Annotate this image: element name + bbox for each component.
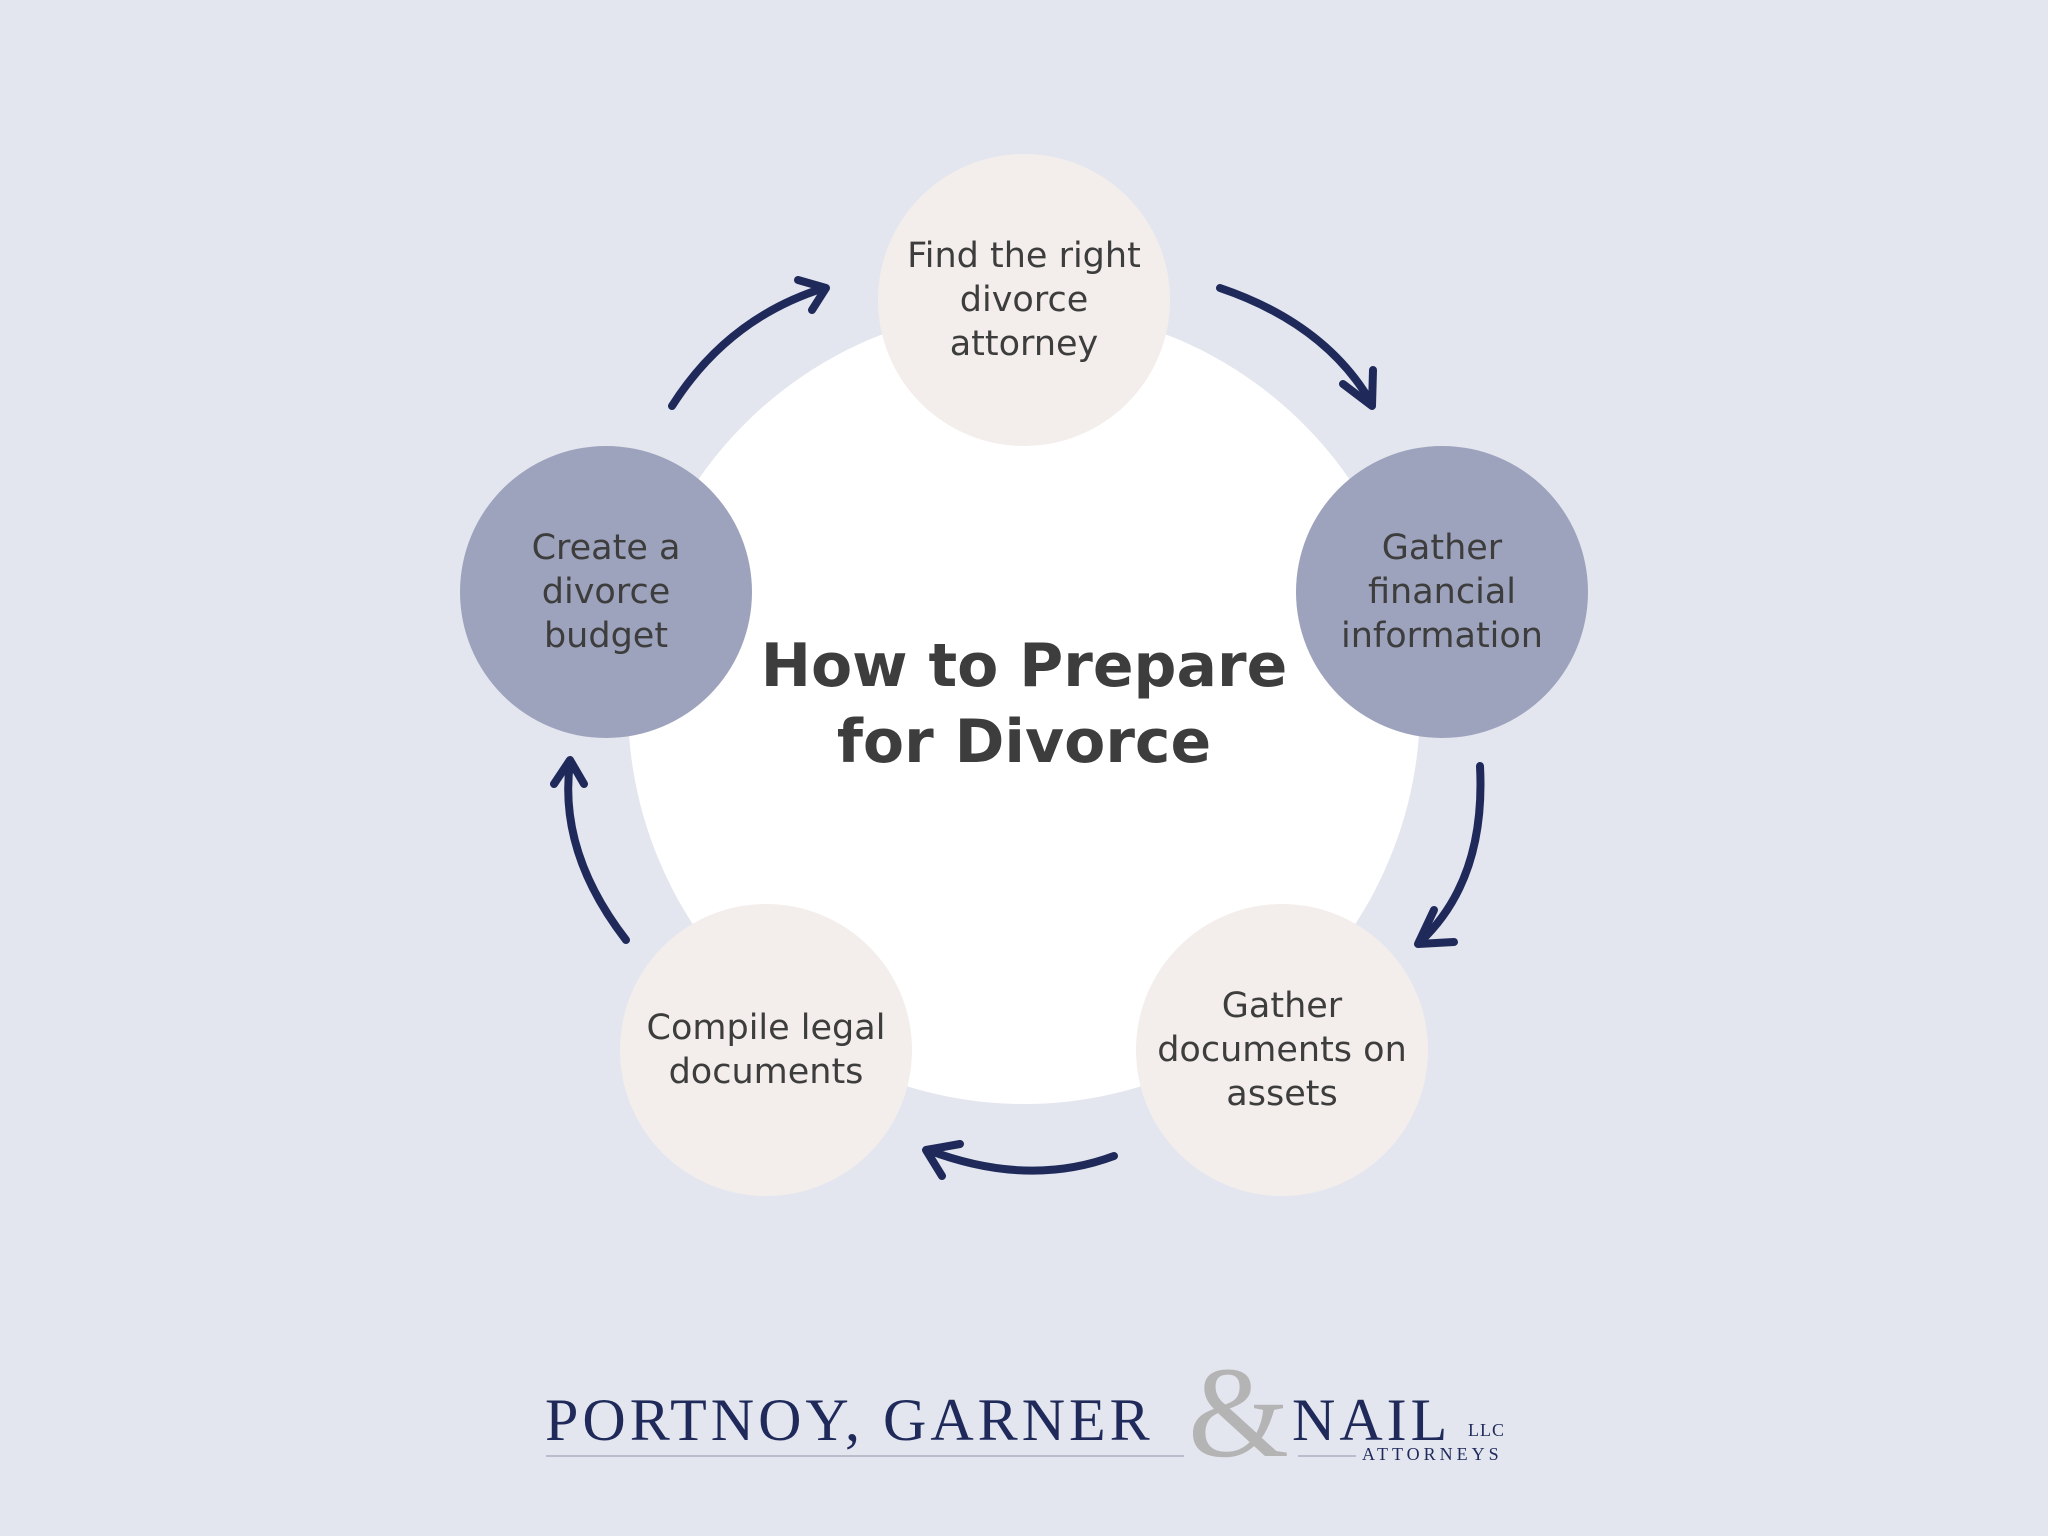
logo-rule bbox=[1298, 1455, 1356, 1457]
logo-ampersand: & bbox=[1188, 1341, 1290, 1485]
arrow-financial-to-assets bbox=[1414, 762, 1485, 948]
logo-firm-name-nail: NAIL bbox=[1292, 1387, 1452, 1453]
step-create-budget: Create a divorce budget bbox=[460, 446, 752, 738]
step-label: Create a divorce budget bbox=[531, 528, 681, 656]
step-label: Gather financial information bbox=[1340, 528, 1543, 656]
logo-rule bbox=[546, 1455, 1184, 1457]
step-find-attorney: Find the right divorce attorney bbox=[878, 154, 1170, 446]
step-gather-financial-info: Gather financial information bbox=[1296, 446, 1588, 738]
step-gather-asset-documents: Gather documents on assets bbox=[1136, 904, 1428, 1196]
step-label: Find the right divorce attorney bbox=[907, 236, 1141, 364]
diagram-title: How to Prepare for Divorce bbox=[760, 631, 1288, 777]
step-label: Gather documents on assets bbox=[1157, 986, 1407, 1114]
arrow-budget-to-attorney bbox=[668, 276, 830, 410]
logo-firm-name: PORTNOY, GARNER bbox=[545, 1387, 1154, 1453]
step-label: Compile legal documents bbox=[646, 1008, 886, 1092]
arrow-assets-to-legal bbox=[922, 1140, 1118, 1180]
logo-llc: LLC bbox=[1468, 1420, 1505, 1440]
logo-tagline: ATTORNEYS bbox=[1362, 1444, 1503, 1464]
arrow-legal-to-budget bbox=[550, 756, 630, 944]
step-compile-legal-documents: Compile legal documents bbox=[620, 904, 912, 1196]
arrow-attorney-to-financial bbox=[1216, 284, 1377, 410]
